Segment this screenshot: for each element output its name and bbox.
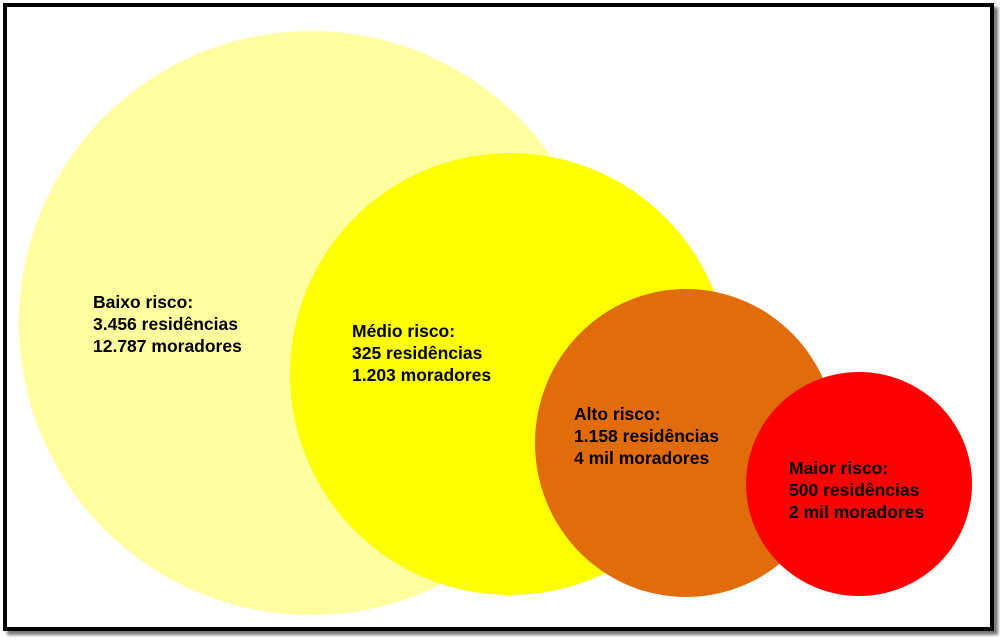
group-title: Baixo risco: bbox=[93, 292, 194, 312]
group-residences: 1.158 residências bbox=[574, 426, 719, 446]
label-medio-risco: Médio risco: 325 residências 1.203 morad… bbox=[352, 320, 491, 386]
group-title: Maior risco: bbox=[789, 458, 889, 478]
group-title: Alto risco: bbox=[574, 404, 661, 424]
diagram-frame: Baixo risco: 3.456 residências 12.787 mo… bbox=[3, 3, 994, 631]
group-residents: 12.787 moradores bbox=[93, 336, 242, 356]
label-alto-risco: Alto risco: 1.158 residências 4 mil mora… bbox=[574, 403, 719, 469]
label-baixo-risco: Baixo risco: 3.456 residências 12.787 mo… bbox=[93, 291, 242, 357]
group-residences: 325 residências bbox=[352, 343, 483, 363]
group-residences: 500 residências bbox=[789, 480, 920, 500]
group-residents: 1.203 moradores bbox=[352, 365, 492, 385]
circle-maior-risco bbox=[746, 372, 972, 596]
group-residences: 3.456 residências bbox=[93, 314, 238, 334]
group-title: Médio risco: bbox=[352, 321, 456, 341]
label-maior-risco: Maior risco: 500 residências 2 mil morad… bbox=[789, 457, 924, 523]
group-residents: 2 mil moradores bbox=[789, 502, 925, 522]
group-residents: 4 mil moradores bbox=[574, 448, 710, 468]
